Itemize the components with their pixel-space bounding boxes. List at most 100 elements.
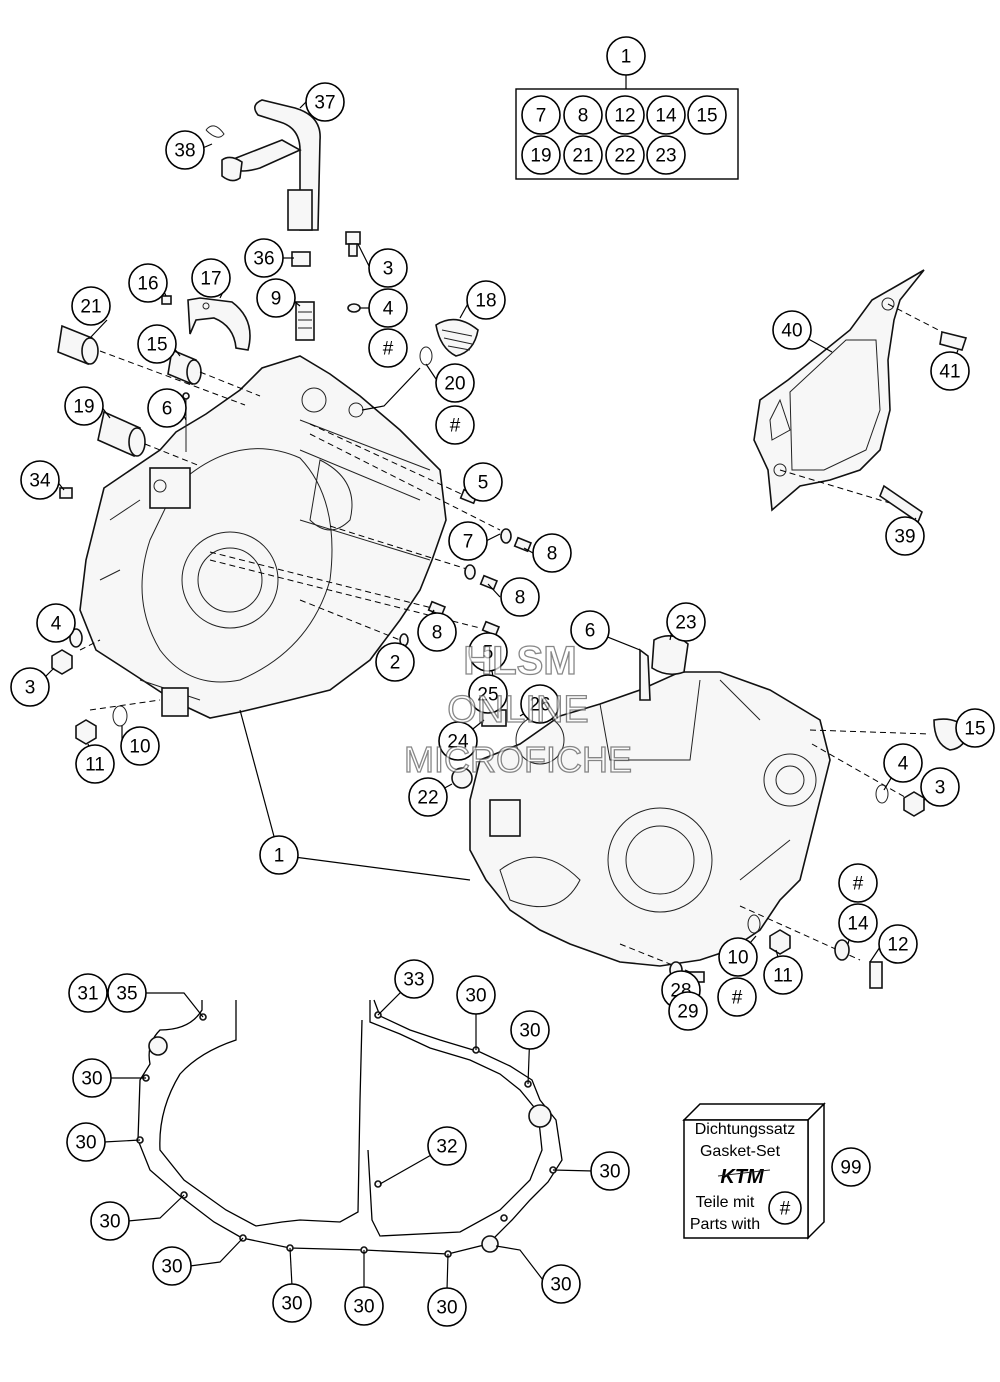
callout-circle	[305, 82, 345, 122]
callout-number: 20	[444, 374, 465, 395]
callout-number: 4	[383, 299, 394, 320]
callout-c26: 26	[520, 684, 560, 724]
callout-circle	[427, 1126, 467, 1166]
callout-circle	[570, 610, 610, 650]
callout-circle	[532, 533, 572, 573]
callout-number: 30	[99, 1212, 120, 1233]
callout-circle	[646, 135, 686, 175]
ktm-logo-swoosh-icon	[717, 1169, 771, 1177]
callout-circle	[272, 1283, 312, 1323]
callout-number: 30	[519, 1021, 540, 1042]
callout-number: 5	[478, 473, 489, 494]
callout-number: 4	[51, 614, 62, 635]
callout-c15-left: 15	[137, 324, 177, 364]
callout-circle	[368, 328, 408, 368]
callout-c22-right: 22	[408, 777, 448, 817]
callout-number: 24	[447, 732, 469, 753]
callout-circle	[256, 278, 296, 318]
breather-hose	[205, 99, 321, 341]
callout-c9-top: 9	[256, 278, 296, 318]
callout-number: 6	[162, 399, 173, 420]
callout-c-hash-d: #	[717, 977, 757, 1017]
sleeve-19	[97, 410, 146, 458]
callout-circle	[71, 286, 111, 326]
callout-circle	[605, 135, 645, 175]
callout-c30-d: 30	[66, 1122, 106, 1162]
callout-circle	[435, 405, 475, 445]
callout-number: 30	[353, 1297, 374, 1318]
callout-c8-a: 8	[532, 533, 572, 573]
callout-c31: 31	[68, 973, 108, 1013]
callout-circle	[64, 386, 104, 426]
callout-c3-left: 3	[10, 667, 50, 707]
callout-circle	[394, 959, 434, 999]
callout-number: 31	[77, 984, 98, 1005]
callout-circle	[438, 721, 478, 761]
callout-c11-left: 11	[75, 744, 115, 784]
callout-c-hash-b: #	[435, 405, 475, 445]
callout-circle	[768, 1191, 802, 1225]
sleeve-21	[57, 324, 99, 366]
callout-number: 40	[781, 321, 802, 342]
callout-number: 8	[578, 106, 589, 127]
watermark-line2: ONLINE	[447, 689, 588, 731]
callout-c7-left: 7	[448, 521, 488, 561]
watermark: HLSM ONLINE MICROFICHE	[403, 638, 632, 780]
callout-c4-top: 4	[368, 288, 408, 328]
callout-number: 9	[271, 289, 282, 310]
callout-circle	[120, 726, 160, 766]
callout-c40: 40	[772, 310, 812, 350]
callout-c17: 17	[191, 258, 231, 298]
callout-c19-left: 19	[64, 386, 104, 426]
sprocket-cover	[753, 269, 968, 524]
callout-c1-top: 1	[606, 36, 646, 76]
callout-number: 15	[964, 719, 985, 740]
callout-circle	[687, 95, 727, 135]
callout-number: 12	[614, 106, 635, 127]
callout-number: 22	[417, 788, 438, 809]
bolt-3-top	[345, 231, 361, 313]
callout-c2: 2	[375, 642, 415, 682]
callout-c99: 99	[831, 1147, 871, 1187]
callout-circle	[244, 238, 284, 278]
callout-c7-kit: 7	[521, 95, 561, 135]
callout-number: 19	[530, 146, 551, 167]
callout-c35: 35	[107, 973, 147, 1013]
callout-circle	[606, 36, 646, 76]
callout-circle	[147, 388, 187, 428]
callout-circle	[563, 95, 603, 135]
callout-c29: 29	[668, 991, 708, 1031]
callout-circle	[368, 248, 408, 288]
callout-c6-left: 6	[147, 388, 187, 428]
callout-number: 30	[75, 1133, 96, 1154]
callout-number: 14	[847, 914, 869, 935]
callout-c38: 38	[165, 130, 205, 170]
callout-circle	[344, 1286, 384, 1326]
callout-circle	[468, 674, 508, 714]
gasket-kit-line4: Parts with	[690, 1216, 760, 1233]
callout-number: 30	[465, 986, 486, 1007]
callout-c30-k: 30	[541, 1264, 581, 1304]
callout-c37: 37	[305, 82, 345, 122]
callout-circle	[448, 521, 488, 561]
callout-circle	[468, 632, 508, 672]
callout-c12-right: 12	[878, 924, 918, 964]
callout-c33: 33	[394, 959, 434, 999]
callout-circle	[20, 460, 60, 500]
callout-number: 34	[29, 471, 51, 492]
callout-circle	[717, 977, 757, 1017]
callout-number: 35	[116, 984, 137, 1005]
callout-number: 37	[314, 93, 335, 114]
callout-number: #	[780, 1199, 791, 1220]
callout-circle	[838, 863, 878, 903]
callout-circle	[259, 835, 299, 875]
callout-number: 19	[73, 397, 94, 418]
callout-circle	[878, 924, 918, 964]
right-crankcase-half	[469, 671, 831, 967]
callout-c21-left: 21	[71, 286, 111, 326]
callout-c8-c: 8	[417, 612, 457, 652]
callout-c21-kit: 21	[563, 135, 603, 175]
callout-circle	[165, 130, 205, 170]
